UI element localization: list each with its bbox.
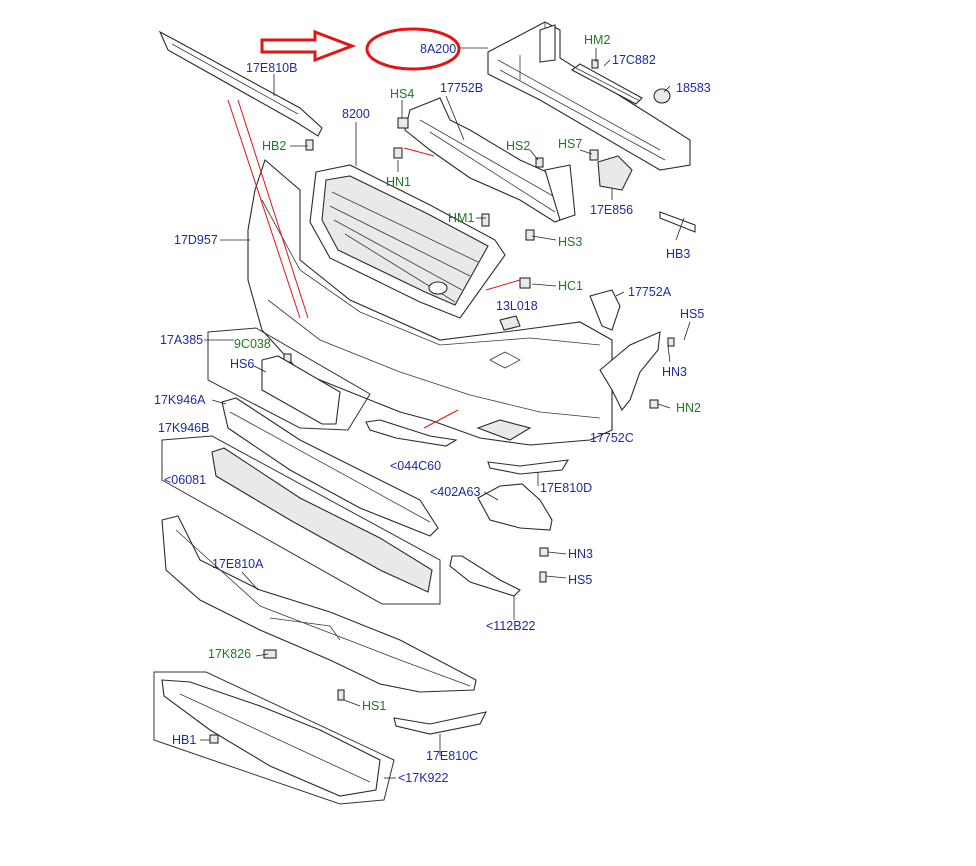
label-17k922: <17K922 [398, 771, 448, 785]
plug-18583 [653, 88, 671, 104]
label-17c882: 17C882 [612, 53, 656, 67]
label-17d957: 17D957 [174, 233, 218, 247]
trim-strip-17e810b [158, 30, 323, 137]
label-hs6: HS6 [230, 357, 254, 371]
trim-112b22 [449, 555, 521, 597]
label-hb3: HB3 [666, 247, 690, 261]
label-8a200: 8A200 [420, 42, 456, 56]
label-17e810c: 17E810C [426, 749, 478, 763]
label-13l018: 13L018 [496, 299, 538, 313]
label-17e856: 17E856 [590, 203, 633, 217]
undertray-17e810a [161, 515, 477, 693]
part-labels: 17E810B 8200 17752B 17D957 17A385 17K946… [154, 42, 711, 785]
trim-17e810d [487, 459, 570, 475]
label-18583: 18583 [676, 81, 711, 95]
reinforcement-beam-8a200 [487, 21, 691, 171]
label-06081: <06081 [164, 473, 206, 487]
label-hs5-upper: HS5 [680, 307, 704, 321]
highlight-arrow [260, 29, 357, 63]
label-hb2: HB2 [262, 139, 286, 153]
label-17a385: 17A385 [160, 333, 203, 347]
bumper-cover-17d957 [247, 159, 613, 446]
label-17k946b: 17K946B [158, 421, 209, 435]
label-hs3: HS3 [558, 235, 582, 249]
red-leader-lines [227, 99, 521, 429]
label-17e810b: 17E810B [246, 61, 297, 75]
fixing-labels: HB2 HS4 HN1 HM1 HS2 HS7 HS3 HC1 HM2 HN2 … [208, 33, 701, 713]
licence-plate-box-17a385 [207, 327, 371, 431]
trim-17e810c [393, 711, 488, 735]
bezel-044c60 [365, 419, 458, 447]
label-hs2: HS2 [506, 139, 530, 153]
label-hm1: HM1 [448, 211, 474, 225]
label-hc1: HC1 [558, 279, 583, 293]
label-hn2: HN2 [676, 401, 701, 415]
grille-17e856 [597, 155, 633, 191]
label-17k946a: 17K946A [154, 393, 206, 407]
lower-grille-17k946a [221, 397, 439, 537]
label-hs7: HS7 [558, 137, 582, 151]
label-hm2: HM2 [584, 33, 610, 47]
bracket-17752a [589, 289, 621, 331]
label-8200: 8200 [342, 107, 370, 121]
highlight-circle [365, 27, 461, 71]
label-hb1-part: HB1 [172, 733, 196, 747]
label-hs5-lower: HS5 [568, 573, 592, 587]
cap-13l018 [499, 315, 521, 331]
label-hn3-lower: HN3 [568, 547, 593, 561]
label-hs4: HS4 [390, 87, 414, 101]
undertray-17k922 [153, 671, 395, 805]
bracket-17752c [599, 331, 661, 412]
leader-lines [200, 47, 691, 779]
label-044c60: <044C60 [390, 459, 441, 473]
label-402a63: <402A63 [430, 485, 480, 499]
label-9c038: 9C038 [234, 337, 271, 351]
fixing-shapes [209, 59, 696, 744]
label-112b22: <112B22 [486, 619, 536, 633]
label-17e810a: 17E810A [212, 557, 264, 571]
label-17752b: 17752B [440, 81, 483, 95]
label-17k826: 17K826 [208, 647, 251, 661]
bracket-402a63 [477, 483, 553, 531]
label-17752a: 17752A [628, 285, 672, 299]
bracket-17c882 [570, 63, 643, 105]
label-17e810d: 17E810D [540, 481, 592, 495]
label-hs1: HS1 [362, 699, 386, 713]
label-17752c: 17752C [590, 431, 634, 445]
grille-8200 [309, 164, 506, 319]
label-hn1: HN1 [386, 175, 411, 189]
absorber-17752b [404, 97, 576, 223]
label-hn3-upper-part: HN3 [662, 365, 687, 379]
lower-grille-17k946b [161, 435, 441, 605]
